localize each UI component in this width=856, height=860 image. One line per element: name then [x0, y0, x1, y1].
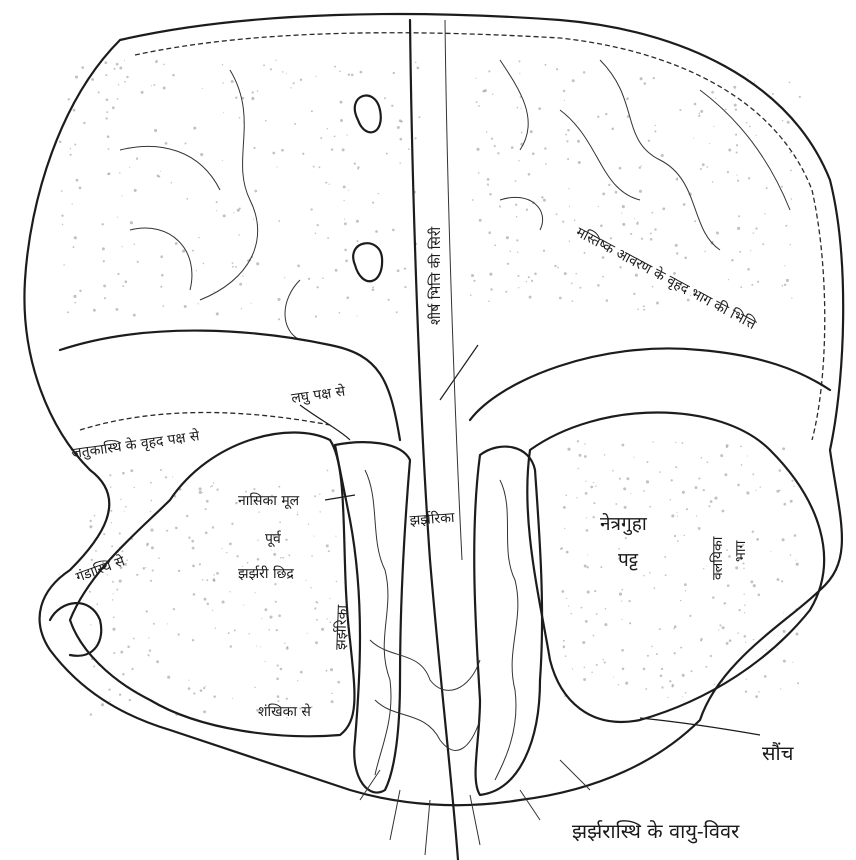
sphenoid-ridge-left	[80, 413, 330, 431]
nasika-mul-leader	[325, 495, 355, 500]
figure-caption: झर्झरास्थि के वायु-विवर	[572, 819, 740, 844]
label-netraguha-patt: पट्ट	[618, 549, 639, 571]
ethmoid-cells-right	[474, 447, 542, 795]
label-shankhika: शंखिका से	[258, 703, 311, 720]
label-valaya: वलयिका	[709, 536, 726, 580]
label-netraguha: नेत्रगुहा	[600, 512, 648, 536]
label-purva: पूर्व	[265, 530, 282, 547]
left-orbit-outline	[70, 433, 354, 737]
label-mastishk: मस्तिष्क आवरण के वृहद भाग की भित्ति	[573, 224, 759, 334]
zygomatic-process-left	[50, 603, 101, 656]
cranial-gyri	[120, 60, 790, 300]
midline-crista	[410, 20, 458, 860]
foramen-shape-3	[285, 280, 300, 340]
foramen-shape-4	[500, 197, 543, 230]
right-orbit-outline	[527, 413, 824, 722]
label-jharjharika-left: झर्झरिका	[332, 604, 351, 650]
label-jharjhari-chhidra: झर्झरी छिद्र	[238, 565, 294, 582]
label-nasika-mul: नासिका मूल	[238, 492, 300, 509]
label-jharjharika-top: झर्झरिका	[409, 509, 455, 529]
label-valaya-bhag: भाग	[733, 540, 749, 562]
bone-stipple-texture	[59, 60, 801, 719]
greater-wing-ridge	[470, 348, 830, 420]
pointer-label: सौंच	[762, 741, 794, 765]
midline-crista-edge	[445, 20, 462, 560]
ethmoid-cells-right-inner	[495, 480, 518, 780]
label-jatukasthi: जतुकास्थि के वृहद पक्ष से	[70, 427, 201, 462]
laghu-pankh-leader	[300, 405, 350, 440]
foramen-shape-2	[353, 243, 382, 281]
bhitti-leader	[440, 345, 478, 400]
foramen-shape-1	[355, 96, 381, 133]
ethmoid-cells-left-inner	[365, 470, 391, 775]
label-laghu-pankh: लघु पक्ष से	[290, 383, 346, 407]
skull-inner-outline	[135, 33, 825, 440]
label-bhitti: शीर्ष भित्ति की सिरी	[427, 226, 444, 325]
lesser-wing-ridge	[60, 331, 400, 440]
